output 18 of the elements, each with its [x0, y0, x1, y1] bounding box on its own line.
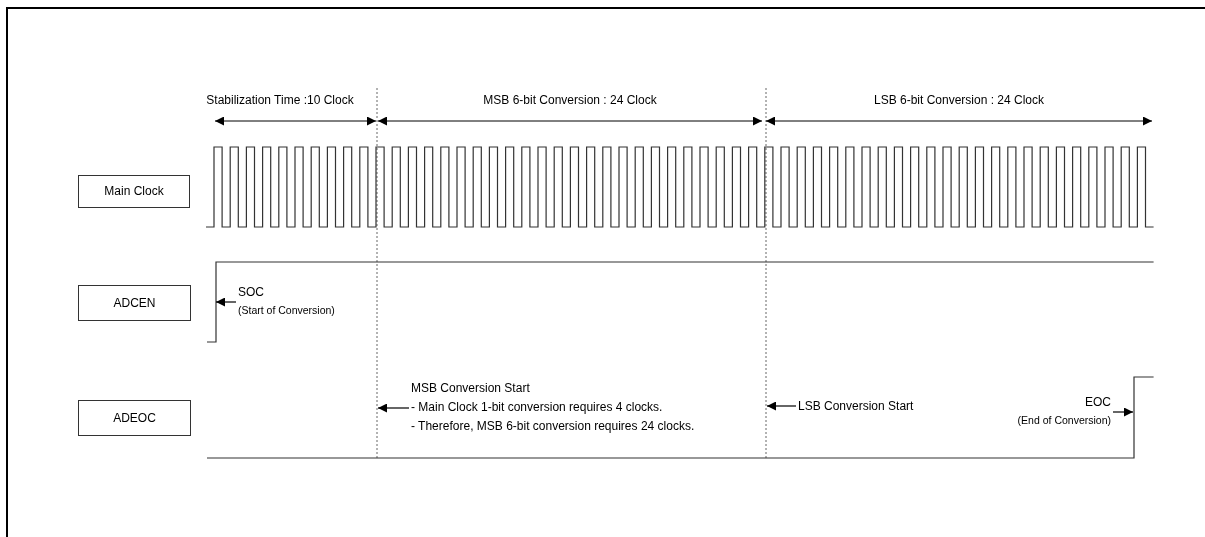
annotation-note: - Main Clock 1-bit conversion requires 4 clocks. — [411, 399, 664, 416]
period-label: Stabilization Time :10 Clock — [206, 93, 354, 107]
annotation-note: - Therefore, MSB 6-bit conversion requires 24 clocks. — [411, 418, 696, 435]
period-label: LSB 6-bit Conversion : 24 Clock — [873, 93, 1045, 107]
annotation-text: LSB Conversion Start — [798, 398, 915, 415]
signal-name-box: Main Clock — [78, 175, 190, 208]
annotation-note: (Start of Conversion) — [238, 303, 336, 318]
annotation-text: EOC — [1084, 394, 1111, 411]
arrow — [1112, 407, 1134, 417]
signal-name-box: ADEOC — [78, 400, 191, 436]
annotation-note: (End of Conversion) — [1016, 413, 1111, 428]
arrow — [377, 403, 410, 413]
annotation-text: SOC — [238, 284, 265, 301]
arrow — [766, 401, 797, 411]
signal-name-box: ADCEN — [78, 285, 191, 321]
arrow — [215, 297, 237, 307]
period-label: MSB 6-bit Conversion : 24 Clock — [483, 93, 657, 107]
annotation-text: MSB Conversion Start — [411, 380, 531, 397]
